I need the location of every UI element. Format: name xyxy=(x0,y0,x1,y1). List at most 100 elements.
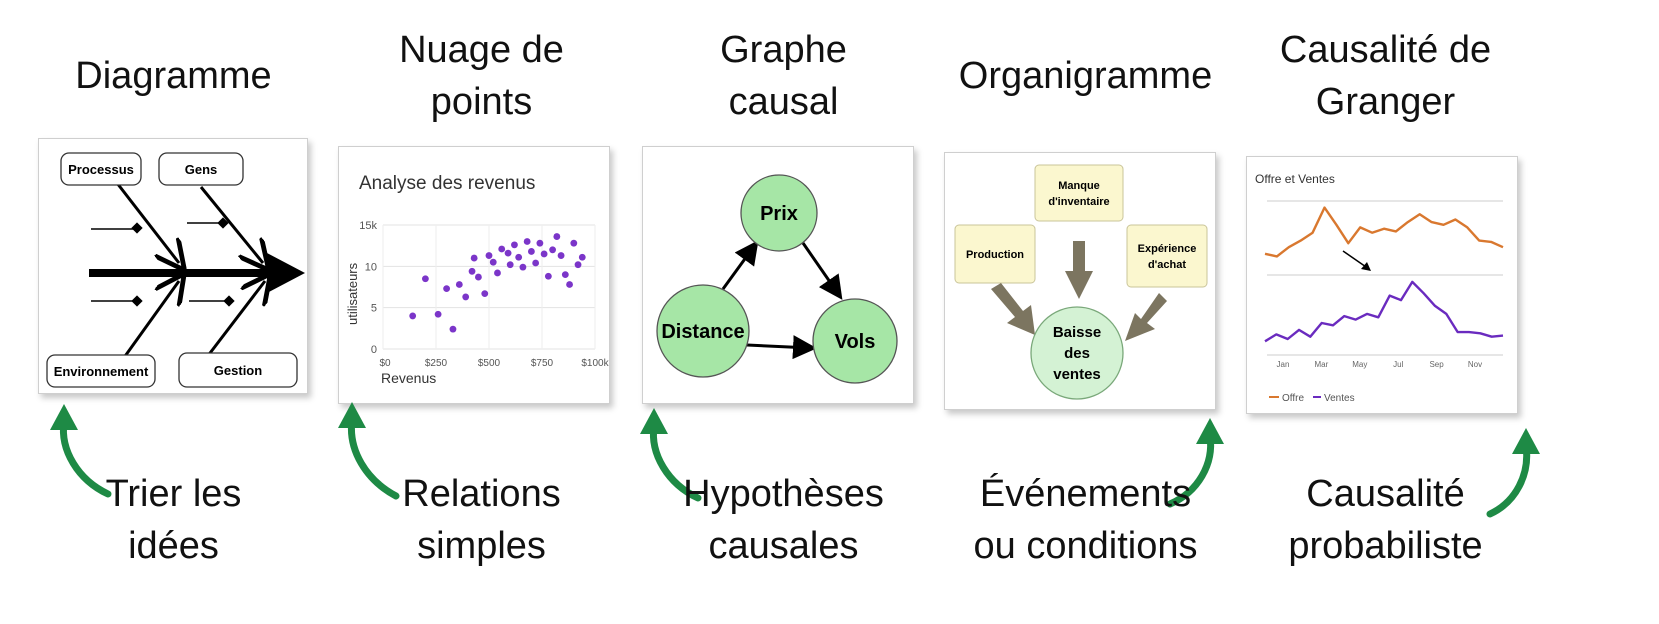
series-line-offre xyxy=(1264,206,1504,258)
flow-arrow-top xyxy=(1065,241,1093,299)
scatter-point xyxy=(468,267,476,275)
scatter-xtick: $0 xyxy=(379,358,391,369)
scatter-point xyxy=(409,312,417,320)
curved-arrow-icon xyxy=(338,402,400,500)
scatter-point xyxy=(566,281,573,288)
scatter-point xyxy=(504,249,512,257)
svg-text:Manque: Manque xyxy=(1058,180,1100,192)
fishbone-box-gestion xyxy=(178,352,298,388)
scatter-point xyxy=(470,254,478,262)
fishbone-diagram: Processus Gens Environnement Gestion xyxy=(46,152,305,388)
column-organigramme: Organigramme Manque d'inventaire Product… xyxy=(920,0,1251,624)
column-graphe: Graphe causal Prix Distance Vols Hypothè… xyxy=(618,0,949,624)
scatter-point xyxy=(481,290,489,298)
scatter-point xyxy=(528,248,535,255)
svg-text:Expérience: Expérience xyxy=(1138,243,1197,255)
caption-relations: Relations simples xyxy=(402,473,561,567)
column-diagramme: Diagramme Processus Ge xyxy=(8,0,339,624)
caption-evenements: Événements ou conditions xyxy=(973,473,1198,567)
line-chart-title: Offre et Ventes xyxy=(1255,172,1335,186)
svg-text:des: des xyxy=(1064,345,1090,362)
scatter-point xyxy=(494,269,501,277)
column-nuage: Nuage de points Analyse des revenus 0 5 10… xyxy=(316,0,647,624)
caption-trier: Trier les idées xyxy=(105,473,242,567)
fishbone-label-processus: Processus xyxy=(68,162,134,177)
fishbone-box-processus xyxy=(60,152,142,186)
curved-arrow-icon xyxy=(640,408,702,502)
fishbone-box-gens xyxy=(158,152,244,186)
scatter-point xyxy=(455,281,463,288)
scatter-xtick: $100k xyxy=(581,358,609,369)
line-chart-xtick: Mar xyxy=(1315,360,1329,369)
line-chart-xtick: Sep xyxy=(1429,360,1444,369)
scatter-point xyxy=(511,241,518,249)
result-circle xyxy=(1030,306,1124,400)
scatter-xtick: $250 xyxy=(425,358,448,369)
scatter-point xyxy=(553,233,561,240)
scatter-point xyxy=(532,259,540,267)
scatter-point xyxy=(570,239,578,247)
node-label-vols: Vols xyxy=(835,331,876,353)
line-chart-xtick: May xyxy=(1352,360,1367,369)
svg-text:Production: Production xyxy=(966,249,1024,261)
node-distance xyxy=(656,284,750,378)
node-label-distance: Distance xyxy=(661,321,744,343)
scatter-point xyxy=(519,263,527,271)
column-granger: Causalité de Granger Offre et Ventes Jan… xyxy=(1220,0,1551,624)
scatter-point xyxy=(515,253,523,261)
legend-ventes: Ventes xyxy=(1324,393,1355,404)
fishbone-label-environnement: Environnement xyxy=(54,364,149,379)
box-production xyxy=(954,224,1036,284)
fishbone-head xyxy=(267,253,305,293)
scatter-point xyxy=(475,273,482,281)
fishbone-label-gens: Gens xyxy=(185,162,218,177)
causal-graph-card: Prix Distance Vols xyxy=(642,146,914,404)
title-organigramme: Organigramme xyxy=(958,55,1213,97)
fishbone-label-gestion: Gestion xyxy=(214,363,262,378)
scatter-point xyxy=(506,261,514,269)
node-vols xyxy=(812,298,898,384)
curved-arrow-icon xyxy=(1486,428,1540,518)
flowchart-card: Manque d'inventaire Production Expérienc… xyxy=(944,152,1216,410)
title-nuage: Nuage de points xyxy=(399,29,564,123)
fishbone-box-environnement xyxy=(46,354,156,388)
scatter-point xyxy=(561,271,569,278)
curved-arrow-icon xyxy=(50,404,112,498)
scatter-point xyxy=(422,275,429,283)
scatter-xtick: $750 xyxy=(531,358,554,369)
node-prix xyxy=(740,174,818,252)
scatter-point xyxy=(536,239,544,247)
scatter-point xyxy=(523,238,531,245)
scatter-point xyxy=(489,258,497,266)
line-chart-xtick: Jan xyxy=(1277,360,1290,369)
scatter-point xyxy=(574,261,582,269)
flow-arrow-right xyxy=(1125,293,1167,341)
legend-offre: Offre xyxy=(1282,393,1304,404)
scatter-point xyxy=(485,252,493,259)
scatter-title: Analyse des revenus xyxy=(359,173,535,194)
scatter-ytick: 15k xyxy=(359,220,377,232)
scatter-ytick: 10 xyxy=(365,261,377,273)
curved-arrow-icon xyxy=(1166,418,1224,508)
scatter-ytick: 5 xyxy=(371,303,377,315)
line-chart-xtick: Jul xyxy=(1393,360,1403,369)
svg-text:Baisse: Baisse xyxy=(1053,324,1101,341)
scatter-point xyxy=(578,253,586,261)
scatter-point xyxy=(540,250,548,258)
box-manque xyxy=(1034,164,1124,222)
scatter-point xyxy=(443,285,450,293)
scatter-point xyxy=(434,310,442,318)
series-line-ventes xyxy=(1264,280,1504,343)
svg-text:ventes: ventes xyxy=(1053,366,1101,383)
box-experience xyxy=(1126,224,1208,288)
title-graphe: Graphe causal xyxy=(720,29,847,123)
fishbone-card: Processus Gens Environnement Gestion xyxy=(38,138,308,394)
scatter-point xyxy=(498,245,506,253)
node-label-prix: Prix xyxy=(760,203,798,225)
scatter-ytick: 0 xyxy=(371,344,377,356)
title-diagramme: Diagramme xyxy=(75,55,272,97)
svg-text:d'inventaire: d'inventaire xyxy=(1048,196,1109,208)
